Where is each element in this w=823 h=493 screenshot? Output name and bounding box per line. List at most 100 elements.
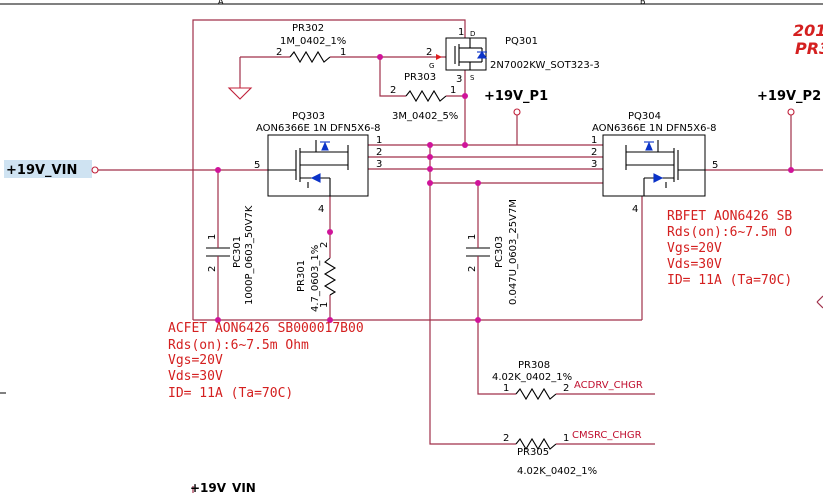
note-rbfet-line: RBFET AON6426 SB bbox=[667, 209, 792, 224]
pin-pq303-5: 5 bbox=[254, 160, 260, 171]
pin-pq301-g: G bbox=[429, 62, 434, 70]
note-rbfet-line: ID= 11A (Ta=70C) bbox=[667, 273, 792, 288]
pin-pq301-s: S bbox=[470, 74, 475, 82]
pin-pr302-1: 1 bbox=[340, 47, 346, 58]
ref-pr302: PR302 bbox=[292, 23, 324, 34]
resistor-pr301: 2 1 PR301 4.7_0603_1% bbox=[296, 236, 337, 312]
resistor-pr308: PR308 4.02K_0402_1% 1 2 bbox=[492, 360, 572, 401]
net-connector bbox=[513, 108, 521, 116]
pin-pr301-2: 2 bbox=[319, 242, 330, 248]
note-acfet-line: Rds(on):6~7.5m Ohm bbox=[168, 338, 309, 353]
note-acfet-line: Vds=30V bbox=[168, 369, 223, 384]
net-label-p1: +19V_P1 bbox=[484, 89, 548, 104]
num-pq301-1: 1 bbox=[458, 27, 464, 38]
net-label-vin: +19V_VIN bbox=[6, 163, 77, 178]
note-acfet-line: Vgs=20V bbox=[168, 353, 223, 368]
pin-pr305-2: 2 bbox=[503, 433, 509, 444]
note-rbfet-line: Rds(on):6~7.5m O bbox=[667, 225, 792, 240]
offpage-symbol bbox=[816, 301, 823, 309]
value-pq304: AON6366E 1N DFN5X6-8 bbox=[592, 123, 716, 134]
junction-dot bbox=[475, 317, 481, 323]
junction-dot bbox=[788, 167, 794, 173]
ref-pr308: PR308 bbox=[518, 360, 550, 371]
pin-pq304-4: 4 bbox=[632, 204, 638, 215]
num-pq301-3: 3 bbox=[456, 74, 462, 85]
value-pq301: 2N7002KW_SOT323-3 bbox=[490, 60, 600, 71]
value-pr301: 4.7_0603_1% bbox=[310, 245, 321, 312]
note-rbfet-line: Vds=30V bbox=[667, 257, 722, 272]
ref-pq303: PQ303 bbox=[292, 111, 325, 122]
resistor-pr303: PR303 3M_0402_5% 2 1 bbox=[390, 72, 458, 122]
net-label-cmsrc: CMSRC_CHGR bbox=[572, 430, 642, 441]
pin-pc301-1: 1 bbox=[207, 234, 218, 240]
junction-dot bbox=[475, 180, 481, 186]
net-label-vin-bottom: +19V_VIN bbox=[190, 481, 256, 493]
pin-pc303-1: 1 bbox=[467, 234, 478, 240]
pin-pq303-2: 2 bbox=[376, 147, 382, 158]
ref-pr305: PR305 bbox=[517, 447, 549, 458]
ref-pr303: PR303 bbox=[404, 72, 436, 83]
value-pr308: 4.02K_0402_1% bbox=[492, 372, 572, 383]
junction-dot bbox=[462, 142, 468, 148]
note-rbfet: RBFET AON6426 SB Rds(on):6~7.5m O Vgs=20… bbox=[667, 209, 792, 288]
grid-label-b: B bbox=[640, 0, 646, 6]
pin-pq304-1: 1 bbox=[591, 135, 597, 146]
net-connector bbox=[91, 166, 99, 174]
ref-pq304: PQ304 bbox=[628, 111, 661, 122]
grid-label-a: A bbox=[218, 0, 224, 6]
pin-pr305-1: 1 bbox=[563, 433, 569, 444]
ground-symbol bbox=[227, 84, 253, 100]
junction-dot bbox=[427, 180, 433, 186]
pin-pr308-2: 2 bbox=[563, 383, 569, 394]
net-p1: +19V_P1 bbox=[484, 89, 548, 116]
capacitor-pc301: 1 2 PC301 1000P_0603_50V7K bbox=[206, 205, 255, 305]
net-label-p2: +19V_P2 bbox=[757, 89, 821, 104]
junction-dot bbox=[427, 154, 433, 160]
junction-dot bbox=[462, 93, 468, 99]
ref-pc303: PC303 bbox=[494, 236, 505, 268]
note-acfet-line: ID= 11A (Ta=70C) bbox=[168, 386, 293, 401]
value-pr303: 3M_0402_5% bbox=[392, 111, 458, 122]
ref-pq301: PQ301 bbox=[505, 36, 538, 47]
corner-title-line1: 201 bbox=[793, 21, 823, 40]
junction-dot bbox=[427, 142, 433, 148]
net-connector bbox=[787, 108, 795, 116]
junction-dot bbox=[327, 317, 333, 323]
mosfet-pq304: PQ304 AON6366E 1N DFN5X6-8 1 2 3 4 5 bbox=[591, 111, 718, 215]
mosfet-pq303: PQ303 AON6366E 1N DFN5X6-8 1 2 3 4 5 bbox=[254, 111, 382, 215]
net-vin: +19V_VIN bbox=[4, 160, 99, 178]
corner-title-line2: PR3 bbox=[795, 39, 823, 58]
value-pc303: 0.047U_0603_25V7M bbox=[508, 199, 519, 305]
pin-pr302-2: 2 bbox=[276, 47, 282, 58]
junctions bbox=[215, 54, 794, 323]
junction-dot bbox=[215, 317, 221, 323]
resistor-pr302: PR302 1M_0402_1% 2 1 bbox=[276, 23, 346, 64]
note-rbfet-line: Vgs=20V bbox=[667, 241, 722, 256]
pin-pc303-2: 2 bbox=[467, 266, 478, 272]
pin-pq303-4: 4 bbox=[318, 204, 324, 215]
ref-pr301: PR301 bbox=[296, 260, 307, 292]
pin-pr303-1: 1 bbox=[450, 85, 456, 96]
resistor-pr305: PR305 4.02K_0402_1% 2 1 bbox=[503, 433, 597, 477]
mosfet-pq301: PQ301 2N7002KW_SOT323-3 D G S 1 2 3 bbox=[426, 27, 600, 85]
pin-pr303-2: 2 bbox=[390, 85, 396, 96]
note-acfet: ACFET AON6426 SB000017B00 Rds(on):6~7.5m… bbox=[168, 321, 364, 401]
pin-pq303-3: 3 bbox=[376, 159, 382, 170]
junction-dot bbox=[215, 167, 221, 173]
pin-pq303-1: 1 bbox=[376, 135, 382, 146]
pin-pq304-5: 5 bbox=[712, 160, 718, 171]
value-pq303: AON6366E 1N DFN5X6-8 bbox=[256, 123, 380, 134]
pin-pr301-1: 1 bbox=[319, 302, 330, 308]
offpage-symbol bbox=[816, 295, 823, 303]
sheet-border: A B bbox=[0, 0, 823, 394]
ref-pc301: PC301 bbox=[232, 236, 243, 268]
note-acfet-line: ACFET AON6426 SB000017B00 bbox=[168, 321, 364, 336]
num-pq301-2: 2 bbox=[426, 47, 432, 58]
value-pr302: 1M_0402_1% bbox=[280, 36, 346, 47]
value-pr305: 4.02K_0402_1% bbox=[517, 466, 597, 477]
net-label-acdrv: ACDRV_CHGR bbox=[574, 380, 643, 391]
pin-pq304-3: 3 bbox=[591, 159, 597, 170]
wires bbox=[98, 19, 823, 493]
pin-pq301-d: D bbox=[470, 30, 475, 38]
